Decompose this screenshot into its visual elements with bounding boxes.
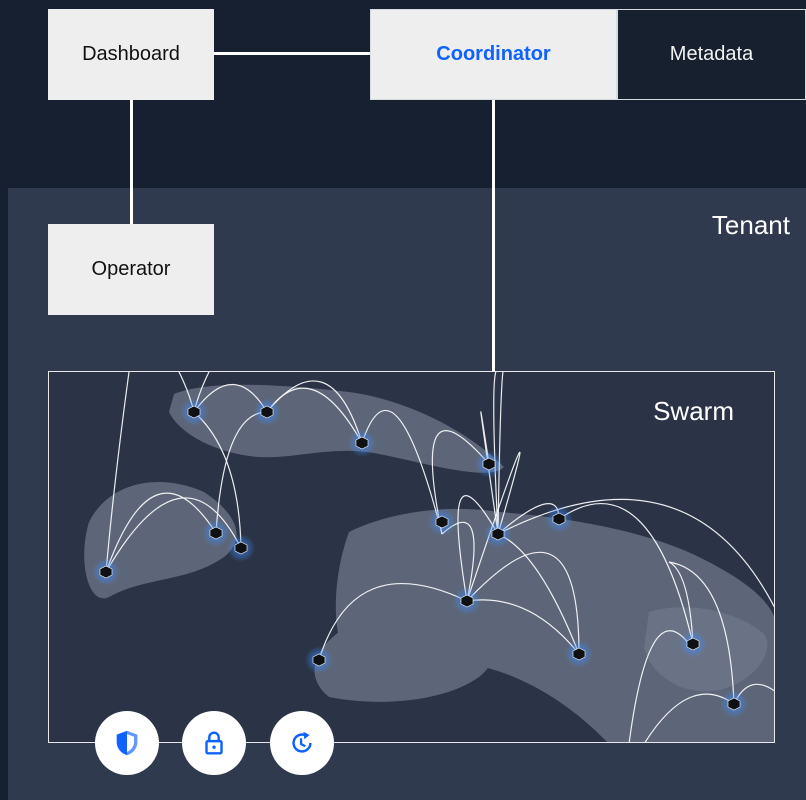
dashboard-node[interactable]: Dashboard xyxy=(48,9,214,100)
history-button[interactable] xyxy=(270,711,334,775)
lock-icon xyxy=(205,731,223,755)
swarm-region: Swarm xyxy=(48,371,775,743)
landmass-north xyxy=(169,384,504,473)
landmass-center xyxy=(335,508,774,742)
landmass-west xyxy=(84,482,237,599)
coordinator-node[interactable]: Coordinator xyxy=(370,9,617,100)
swarm-nodes xyxy=(92,398,748,718)
coordinator-swarm-connector xyxy=(492,100,495,372)
operator-node[interactable]: Operator xyxy=(48,224,214,315)
landmass-south xyxy=(314,612,496,702)
tenant-label: Tenant xyxy=(711,210,790,240)
operator-label: Operator xyxy=(91,258,171,280)
metadata-label: Metadata xyxy=(669,43,754,65)
dashboard-operator-connector xyxy=(130,100,133,224)
security-button[interactable] xyxy=(95,711,159,775)
swarm-label: Swarm xyxy=(653,396,734,426)
dashboard-label: Dashboard xyxy=(82,43,180,65)
swarm-network-map xyxy=(84,372,774,742)
dashboard-coordinator-connector xyxy=(214,52,370,55)
lock-button[interactable] xyxy=(182,711,246,775)
shield-icon xyxy=(116,730,138,756)
coordinator-label: Coordinator xyxy=(436,43,551,65)
history-icon xyxy=(292,731,312,753)
metadata-node[interactable]: Metadata xyxy=(617,9,806,100)
